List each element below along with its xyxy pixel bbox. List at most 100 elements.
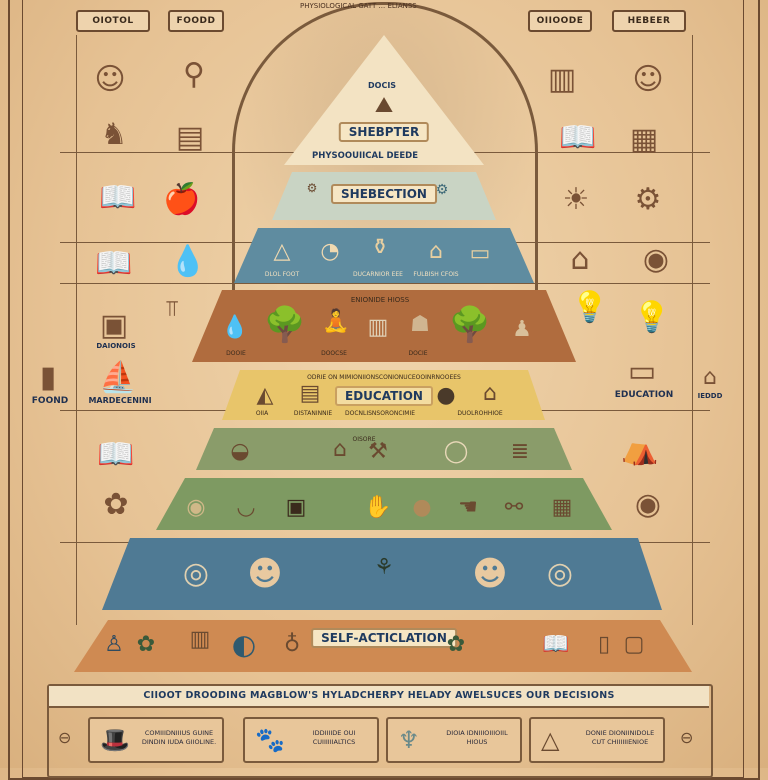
pyramid-layer-3[interactable] xyxy=(234,228,534,283)
paw-icon: 🐾 xyxy=(255,726,285,754)
cycle-icon: ◎ xyxy=(182,556,210,591)
triangle-icon: △ xyxy=(273,239,291,264)
layer-caption: DISTANINNIE xyxy=(293,410,333,417)
pyramid-layer-7[interactable] xyxy=(156,478,612,530)
pyramid-layer-4[interactable] xyxy=(192,290,576,362)
book-icon: 📖 xyxy=(95,246,133,281)
books-icon: ▥ xyxy=(189,627,211,652)
head-icon: ☺ xyxy=(94,62,126,97)
arc-text: PHYSIOLOGICAL GATT ... ELIANSS xyxy=(300,2,417,10)
layer-label: SHEBPTER xyxy=(338,122,430,142)
layer-caption: DLOL FOOT xyxy=(264,271,300,278)
brain-icon: ✿ xyxy=(136,632,156,657)
drop-icon: 💧 xyxy=(169,244,207,279)
info-card[interactable]: ♆ DIOIA IDNIIIOIIIOIIL HIOUS xyxy=(386,717,522,763)
cabinet-icon: ▦ xyxy=(629,122,659,157)
laptop-icon: ▭ xyxy=(627,354,657,389)
house-icon: ⌂ xyxy=(570,242,590,277)
chair-icon: ▮ xyxy=(39,360,57,395)
camera-icon: ▣ xyxy=(285,495,307,520)
cookie-icon: ● xyxy=(412,495,432,520)
hand-icon: ☚ xyxy=(458,495,478,520)
pyramid-layer-6[interactable] xyxy=(196,428,572,470)
tree-icon: 🌳 xyxy=(263,305,307,345)
tools-icon: ⚒ xyxy=(368,439,388,464)
layer-sublabel: ODRIE ON MIMIONIIONSCONIONUCEOOINRNOOEES xyxy=(307,374,461,381)
stand-icon: ▯ xyxy=(597,632,611,657)
globe-icon: ● xyxy=(436,383,456,408)
top-tag[interactable]: OIIOODE xyxy=(528,10,592,32)
scroll-icon: ▭ xyxy=(469,241,491,266)
magnifier-icon: ⚲ xyxy=(183,57,205,92)
calculator-icon: ▦ xyxy=(551,495,573,520)
tent-icon: ⛺ xyxy=(621,432,659,467)
info-card[interactable]: △ DONIE DIONIINIDOLE CUT CHIIIIIIENIOE xyxy=(529,717,665,763)
head-icon: ☺ xyxy=(632,62,664,97)
top-tag[interactable]: HEBEER xyxy=(612,10,686,32)
info-card[interactable]: 🐾 IDDIIIIDE OUI CUIIIIIIALTICS xyxy=(243,717,379,763)
card-text: IDDIIIIDE OUI CUIIIIIIALTICS xyxy=(312,729,356,746)
pyramid-layer-8[interactable] xyxy=(102,538,662,610)
side-label: DAIONOIS xyxy=(96,342,136,350)
clock-icon: ◔ xyxy=(320,239,340,264)
house-icon: ⌂ xyxy=(333,437,347,462)
gear-icon: ⚙ xyxy=(435,182,449,198)
layer-caption: DOOCSE xyxy=(321,350,347,357)
map-icon: ◭ xyxy=(256,383,274,408)
book-icon: 📖 xyxy=(97,437,135,472)
angel-icon: ♆ xyxy=(398,726,420,754)
card-text: DIOIA IDNIIIOIIIOIIL HIOUS xyxy=(446,729,508,746)
table-icon: ⫪ xyxy=(165,297,179,322)
apple-icon: 🍎 xyxy=(163,182,201,217)
frame-icon: ▢ xyxy=(623,632,645,657)
mountain-icon: ⛰ xyxy=(374,93,394,118)
side-label: FOOND xyxy=(31,396,69,406)
top-tag[interactable]: FOODD xyxy=(168,10,224,32)
scroll-icon: ▥ xyxy=(547,62,577,97)
bowl-icon: ◡ xyxy=(236,495,256,520)
layer-label: SELF-ACTICLATION xyxy=(311,628,457,648)
guide-line xyxy=(692,35,693,625)
tree-icon: ⚘ xyxy=(374,555,394,580)
books-icon: ≣ xyxy=(510,439,530,464)
lamp-icon: ♁ xyxy=(283,632,301,657)
layer-caption: DOCNLISNSORONCIMIE xyxy=(344,410,416,417)
book-icon: 📖 xyxy=(99,180,137,215)
boat-icon: ⛵ xyxy=(99,360,137,395)
layer-caption: DUOLROHHIOE xyxy=(457,410,503,417)
house-icon: ⌂ xyxy=(429,239,443,264)
side-label: MARDECENINI xyxy=(88,396,152,405)
tree-icon: 🌳 xyxy=(448,305,492,345)
frame-icon: ▣ xyxy=(99,308,129,343)
layer-caption: FULBISH CFOIS xyxy=(413,271,459,278)
nav-next-icon[interactable]: ⊖ xyxy=(680,728,694,747)
book-icon: 📖 xyxy=(542,632,570,657)
jar-icon: ▥ xyxy=(367,315,389,340)
nav-prev-icon[interactable]: ⊖ xyxy=(58,728,72,747)
apex-text: DOCIS xyxy=(368,81,397,90)
layer-caption: DOCIE xyxy=(408,350,428,357)
gears-icon: ⚙ xyxy=(634,182,662,217)
brain-icon: ✿ xyxy=(446,632,466,657)
document-icon: ▤ xyxy=(175,120,205,155)
layer-caption: DUCARNIOR EEE xyxy=(353,271,403,278)
layer-caption: OIIA xyxy=(255,410,269,417)
info-card[interactable]: 🎩 COMIIIDNIIIUS GUINE DINDIN IUDA GIIOLI… xyxy=(88,717,224,763)
flower-icon: ✿ xyxy=(103,487,129,522)
plate-icon: ◯ xyxy=(443,439,469,464)
globe-icon: ◉ xyxy=(642,242,670,277)
layer-label: EDUCATION xyxy=(335,386,433,406)
dumbbell-icon: ⚯ xyxy=(504,495,524,520)
banner xyxy=(49,686,709,708)
banner-text: CIIOOT DROODING MAGBLOW'S HYLADCHERPY HE… xyxy=(143,690,615,701)
figure-icon: ♟ xyxy=(512,317,532,342)
layer-sublabel: PHYSOOUIICAL DEEDE xyxy=(312,151,419,161)
top-tag[interactable]: OIOTOL xyxy=(76,10,150,32)
layer-label: SHEBECTION xyxy=(331,184,437,204)
bread-icon: ◒ xyxy=(230,439,250,464)
sun-icon: ☀ xyxy=(562,182,590,217)
bulb-icon: 💡 xyxy=(633,300,671,335)
guide-line xyxy=(60,283,710,284)
brain-icon: ◎ xyxy=(546,556,574,591)
side-label: IEDDD xyxy=(697,392,723,400)
